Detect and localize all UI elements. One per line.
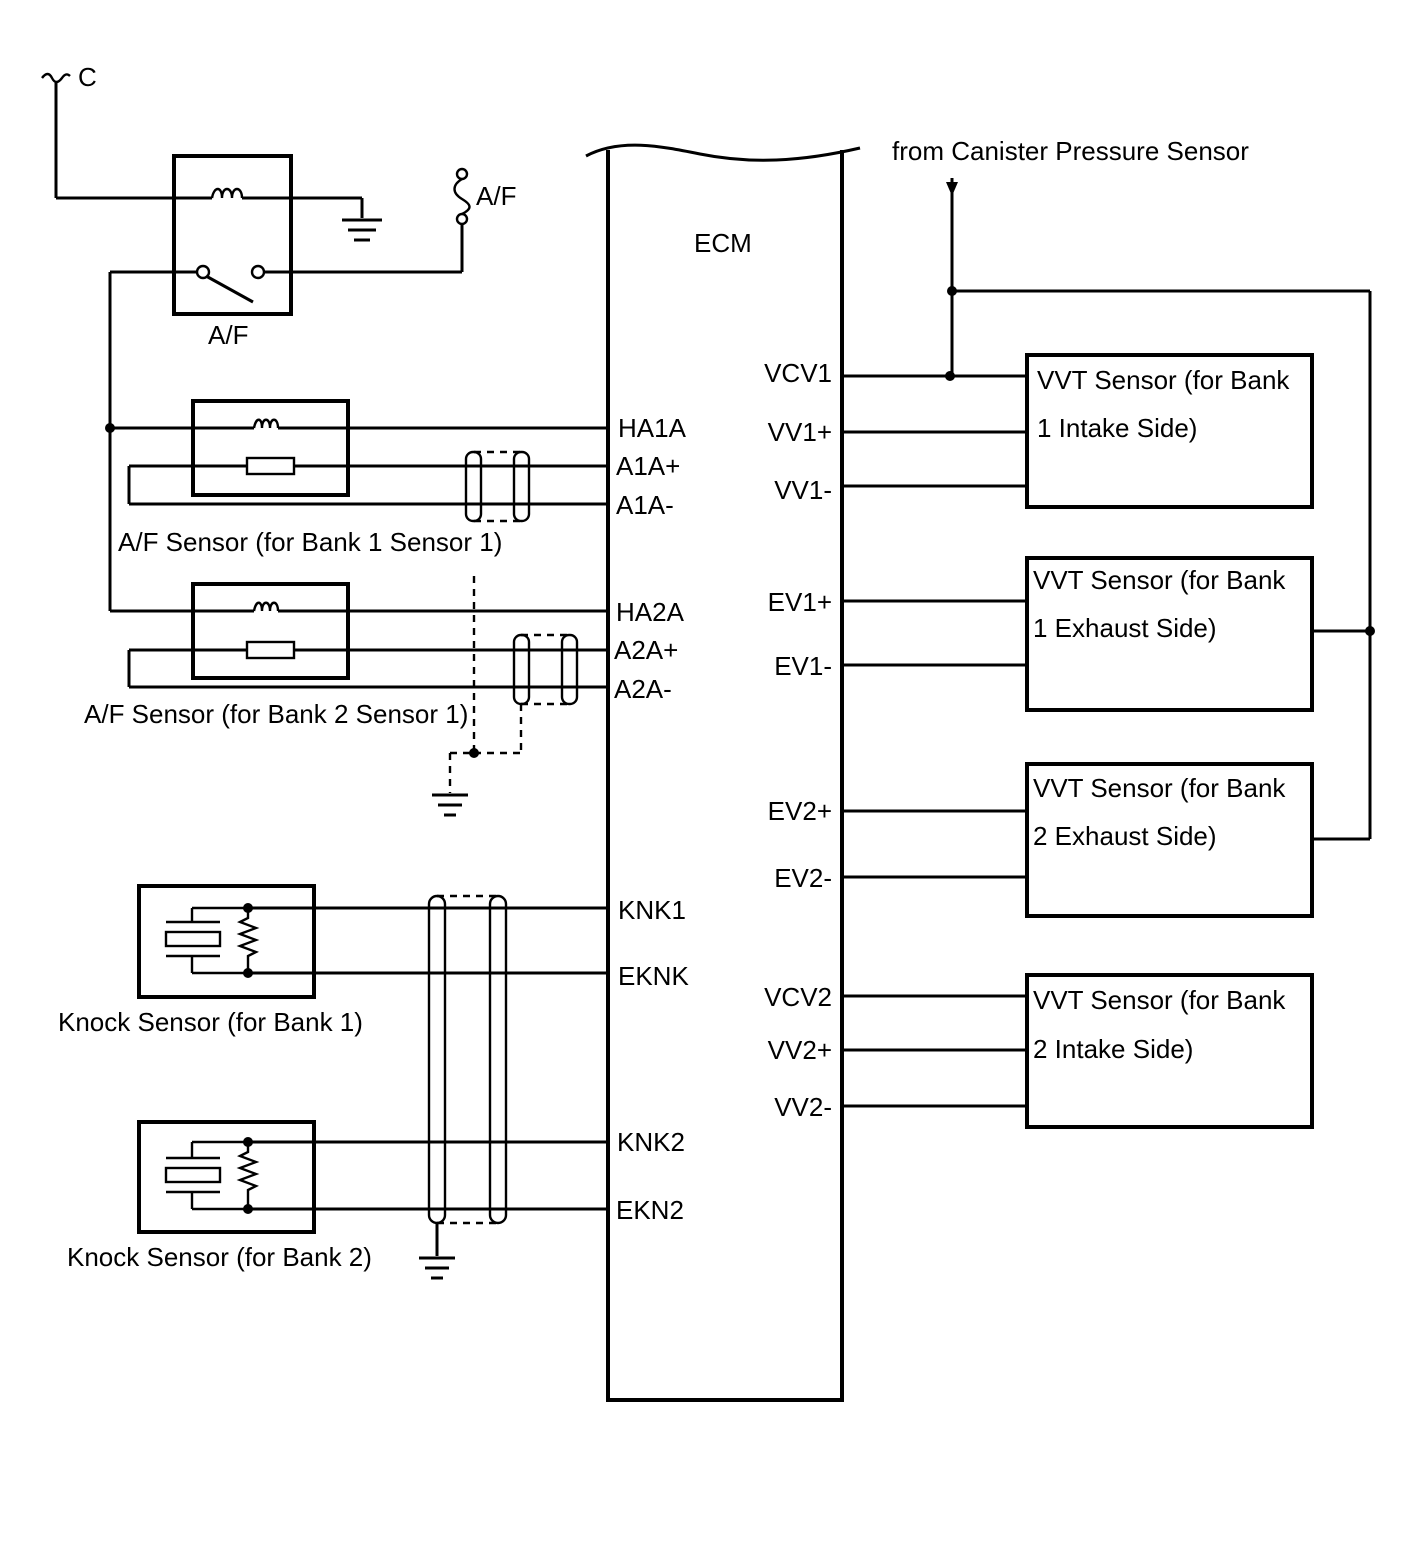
af-relay: A/F bbox=[110, 154, 462, 350]
knock-shield bbox=[419, 894, 508, 1280]
sensor-element-icon bbox=[245, 640, 296, 660]
shield-icon bbox=[560, 633, 579, 706]
af-fuse: A/F bbox=[453, 167, 516, 272]
vvt-label: 2 Intake Side) bbox=[1033, 1034, 1193, 1064]
vvt-label: 2 Exhaust Side) bbox=[1033, 821, 1217, 851]
af-sensor-bank1-label: A/F Sensor (for Bank 1 Sensor 1) bbox=[118, 527, 502, 557]
canister-feed: from Canister Pressure Sensor bbox=[892, 136, 1375, 839]
vvt-label: 1 Intake Side) bbox=[1037, 413, 1197, 443]
resistor-icon bbox=[236, 908, 260, 973]
knock-sensor-bank2-label: Knock Sensor (for Bank 2) bbox=[67, 1242, 372, 1272]
pin-label: VV2- bbox=[774, 1092, 832, 1122]
heater-coil-icon bbox=[252, 601, 280, 612]
knock-sensor-bank1-label: Knock Sensor (for Bank 1) bbox=[58, 1007, 363, 1037]
ground-icon bbox=[419, 1256, 455, 1280]
vvt-label: VVT Sensor (for Bank bbox=[1037, 365, 1290, 395]
pin-label: A2A- bbox=[614, 674, 672, 704]
relay-coil-icon bbox=[210, 187, 244, 199]
vvt-sensor-b2-intake: VVT Sensor (for Bank 2 Intake Side) bbox=[842, 973, 1314, 1129]
piezo-element-icon bbox=[164, 1140, 248, 1211]
pin-label: VCV1 bbox=[764, 358, 832, 388]
piezo-element-icon bbox=[164, 906, 248, 975]
power-source-label: C bbox=[78, 62, 97, 92]
fuse-icon bbox=[453, 177, 471, 216]
pin-label: EKN2 bbox=[616, 1195, 684, 1225]
ecm-label: ECM bbox=[694, 228, 752, 258]
arrow-down-icon bbox=[946, 182, 958, 196]
resistor-icon bbox=[236, 1142, 260, 1209]
canister-label: from Canister Pressure Sensor bbox=[892, 136, 1249, 166]
ground-icon bbox=[342, 218, 382, 242]
pin-label: A2A+ bbox=[614, 635, 678, 665]
ecm-right-pins: VCV1 VV1+ VV1- EV1+ EV1- EV2+ EV2- VCV2 … bbox=[764, 358, 832, 1122]
pin-label: VV1- bbox=[774, 475, 832, 505]
relay-switch-icon bbox=[205, 274, 254, 304]
shield-icon bbox=[427, 894, 447, 1225]
vvt-sensor-b1-exhaust: VVT Sensor (for Bank 1 Exhaust Side) bbox=[842, 556, 1370, 712]
sensor-element-icon bbox=[245, 456, 296, 476]
pin-label: VCV2 bbox=[764, 982, 832, 1012]
pin-label: EKNK bbox=[618, 961, 689, 991]
pin-label: HA2A bbox=[616, 597, 685, 627]
pin-label: KNK2 bbox=[617, 1127, 685, 1157]
power-source-c: C bbox=[41, 62, 212, 200]
pin-label: A1A+ bbox=[616, 451, 680, 481]
pin-label: VV1+ bbox=[768, 417, 832, 447]
vvt-sensor-b2-exhaust: VVT Sensor (for Bank 2 Exhaust Side) bbox=[842, 762, 1370, 918]
shield-icon bbox=[488, 894, 508, 1225]
shield-icon bbox=[512, 450, 531, 523]
knock-sensor-bank1: Knock Sensor (for Bank 1) bbox=[58, 884, 608, 1037]
ground-icon bbox=[432, 793, 468, 817]
ecm-left-pins: HA1A A1A+ A1A- HA2A A2A+ A2A- KNK1 EKNK … bbox=[614, 413, 689, 1225]
relay-label: A/F bbox=[208, 320, 248, 350]
shield-icon bbox=[512, 633, 531, 706]
relay-contact-icon bbox=[250, 264, 266, 280]
vvt-label: VVT Sensor (for Bank bbox=[1033, 773, 1286, 803]
heater-coil-icon bbox=[252, 418, 280, 429]
knock-sensor-bank2: Knock Sensor (for Bank 2) bbox=[67, 1120, 608, 1272]
af-sensor-bank1: A/F Sensor (for Bank 1 Sensor 1) bbox=[110, 399, 608, 557]
pin-label: VV2+ bbox=[768, 1035, 832, 1065]
pin-label: EV2+ bbox=[768, 796, 832, 826]
ecm-body: ECM bbox=[585, 143, 861, 1402]
af-sensor-bank2: A/F Sensor (for Bank 2 Sensor 1) bbox=[84, 576, 608, 817]
vvt-sensor-b1-intake: VVT Sensor (for Bank 1 Intake Side) bbox=[842, 353, 1314, 509]
pin-label: HA1A bbox=[618, 413, 687, 443]
vvt-label: 1 Exhaust Side) bbox=[1033, 613, 1217, 643]
pin-label: A1A- bbox=[616, 490, 674, 520]
pin-label: EV1+ bbox=[768, 587, 832, 617]
vvt-label: VVT Sensor (for Bank bbox=[1033, 565, 1286, 595]
af-sensor-bank2-label: A/F Sensor (for Bank 2 Sensor 1) bbox=[84, 699, 468, 729]
pin-label: EV2- bbox=[774, 863, 832, 893]
pin-label: KNK1 bbox=[618, 895, 686, 925]
fuse-label: A/F bbox=[476, 181, 516, 211]
vvt-label: VVT Sensor (for Bank bbox=[1033, 985, 1286, 1015]
shield-icon bbox=[464, 450, 483, 523]
pin-label: EV1- bbox=[774, 651, 832, 681]
